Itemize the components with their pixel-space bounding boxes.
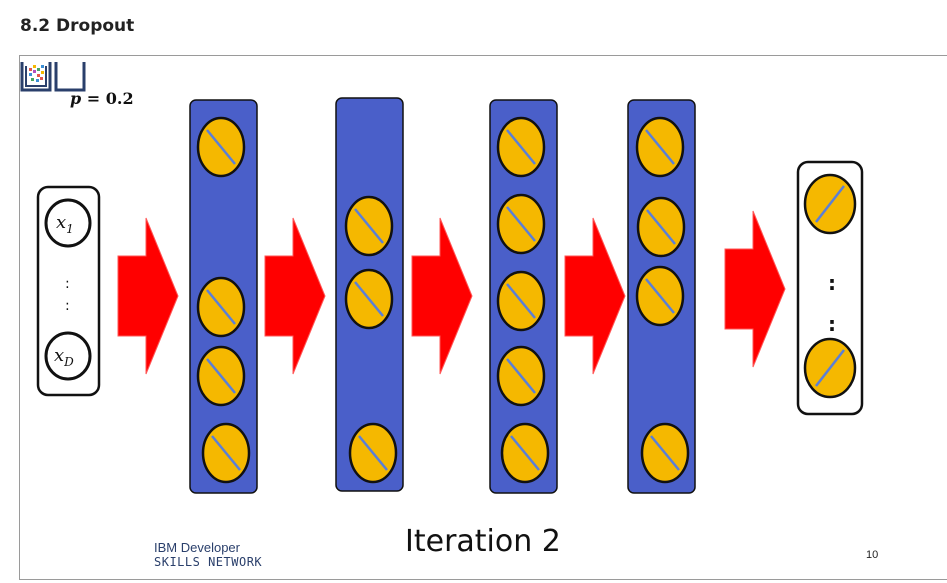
input-neuron-x1	[44, 198, 92, 248]
neuron-slash-1-3	[206, 358, 236, 394]
arrow-icon-5	[724, 210, 786, 368]
neuron-slash-1-1	[206, 129, 236, 165]
logo-line-2: SKILLS NETWORK	[154, 555, 263, 569]
input-xd-label: xD	[54, 345, 74, 369]
slide-page-number: 10	[866, 549, 879, 561]
arrow-icon-3	[411, 217, 473, 375]
neuron-slash-2-1	[354, 208, 384, 244]
ibm-skills-network-logo	[20, 62, 86, 92]
output-ellipsis-top: :	[828, 271, 836, 295]
neuron-slash-4-2	[646, 209, 676, 245]
input-x1-label: x1	[56, 212, 74, 236]
slide-frame: p = 0.2 x1 xD : : : :	[19, 55, 947, 580]
section-heading: 8.2 Dropout	[20, 16, 135, 36]
neuron-slash-1-2	[206, 289, 236, 325]
arrow-icon-4	[564, 217, 626, 375]
output-neurons	[803, 173, 857, 399]
neuron-slash-3-2	[506, 206, 536, 242]
neuron-slash-3-5	[510, 435, 540, 471]
dropout-probability-label: p = 0.2	[70, 89, 134, 108]
arrow-icon-2	[264, 217, 326, 375]
logo-line-1: IBM Developer	[154, 540, 240, 555]
input-ellipsis-top: :	[65, 276, 70, 292]
neuron-slash-1-4	[211, 435, 241, 471]
network-diagram: x1 xD : : : :	[36, 97, 864, 494]
neuron-slash-2-2	[354, 281, 384, 317]
neuron-slash-4-4	[650, 435, 680, 471]
output-ellipsis-bottom: :	[828, 312, 836, 336]
logo-text: IBM Developer SKILLS NETWORK	[154, 540, 262, 570]
iteration-title: Iteration 2	[405, 524, 561, 559]
neuron-slash-4-1	[645, 129, 675, 165]
input-ellipsis-bottom: :	[65, 298, 70, 314]
input-neuron-xd	[44, 331, 92, 381]
neuron-slash-3-1	[506, 129, 536, 165]
neuron-slash-3-3	[506, 283, 536, 319]
arrow-icon-1	[117, 217, 179, 375]
neuron-slash-3-4	[506, 358, 536, 394]
neuron-slash-2-3	[358, 435, 388, 471]
neuron-slash-4-3	[645, 278, 675, 314]
